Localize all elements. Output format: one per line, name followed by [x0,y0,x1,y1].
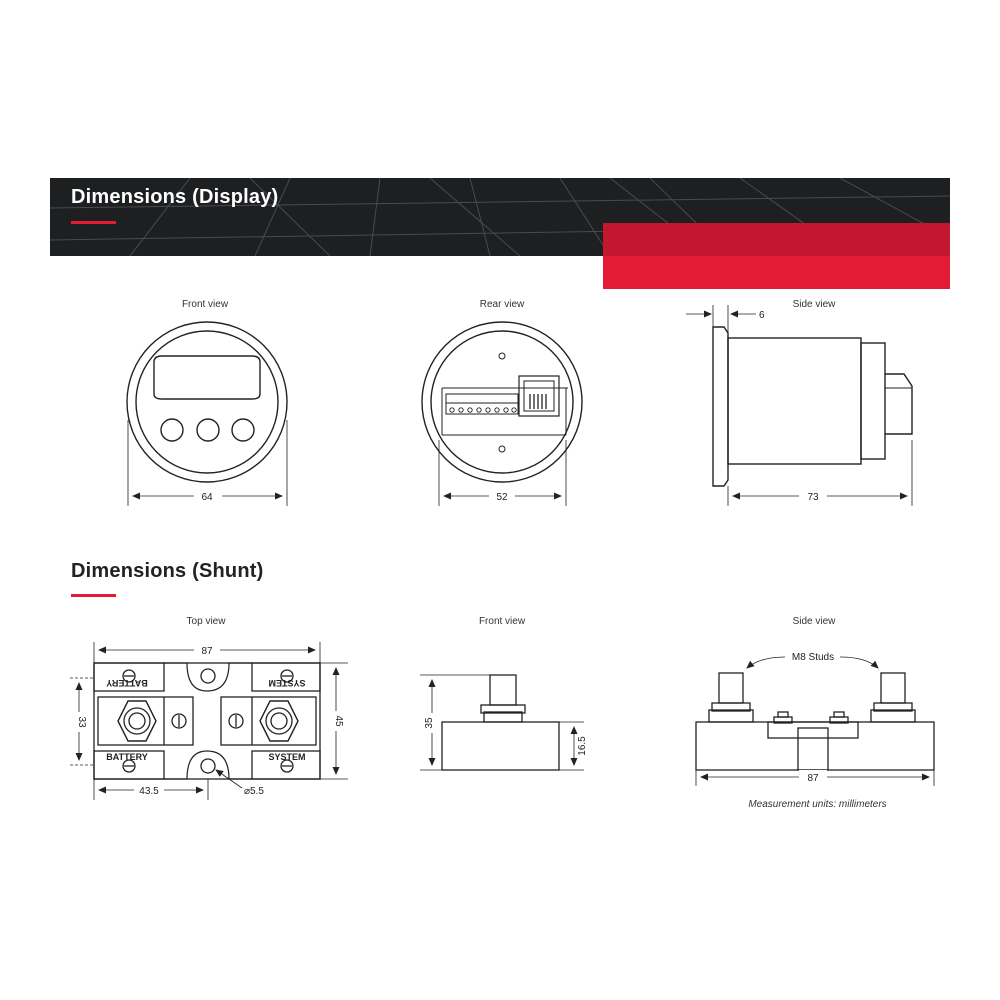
view-label-shunt-front: Front view [478,616,526,627]
view-label-shunt-side: Side view [792,616,836,627]
system-stud-nut [259,700,299,742]
section-title-display: Dimensions (Display) [71,186,279,208]
title-underline [71,594,116,597]
dim-display-rear-width: 52 [496,492,508,503]
view-label-display-side: Side view [792,299,836,310]
accent-bar-shade [603,223,950,256]
view-label-display-front: Front view [181,299,229,310]
dim-shunt-top-outer-height: 45 [333,715,344,727]
dim-shunt-front-height: 35 [424,717,435,729]
label-system-inverted: SYSTEM [268,678,305,688]
dim-display-side-depth: 73 [807,492,819,503]
measurement-note: Measurement units: millimeters [748,799,887,810]
label-battery: BATTERY [106,752,148,762]
button-left [160,418,184,442]
dim-display-side-flange: 6 [759,310,765,321]
header-banner [50,178,950,256]
dim-shunt-top-stud-offset: 43.5 [139,786,159,797]
dim-shunt-top-inner-height: 33 [76,716,87,728]
dim-display-front-width: 64 [201,492,213,503]
dim-shunt-top-length: 87 [201,646,213,657]
shunt-top-view [70,642,348,800]
view-label-shunt-top: Top view [186,616,226,627]
terminal-block [445,393,519,415]
display-front-view [126,321,288,506]
display-side-view [686,305,913,506]
button-middle [196,418,220,442]
shunt-side-view [695,656,935,786]
dim-shunt-front-base-height: 16.5 [577,736,588,756]
dim-shunt-top-hole: ⌀5.5 [244,786,264,797]
view-label-display-rear: Rear view [479,299,525,310]
label-system: SYSTEM [268,752,305,762]
title-underline [71,221,116,224]
button-right [231,418,255,442]
dim-shunt-side-length: 87 [807,773,819,784]
label-m8-studs: M8 Studs [792,652,834,663]
display-rear-view [421,321,583,506]
battery-stud-nut [117,700,157,742]
rj-connector [518,375,560,417]
label-battery-inverted: BATTERY [106,678,148,688]
shunt-front-view [420,674,584,771]
section-title-shunt: Dimensions (Shunt) [71,560,264,582]
lcd-screen [153,355,261,400]
mounting-hole [200,758,216,774]
